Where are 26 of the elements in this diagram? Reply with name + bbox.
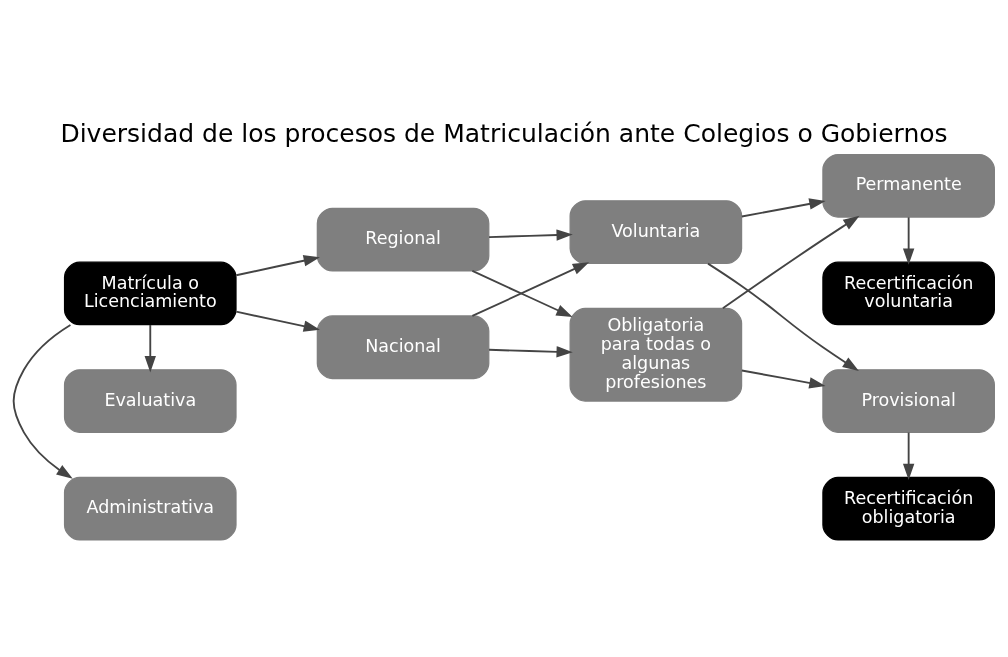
node-box: Evaluativa: [63, 369, 237, 433]
arrow: [12, 324, 73, 479]
arrow: [144, 324, 156, 373]
diagram-title: Diversidad de los procesos de Matriculación ante Colegios o Gobiernos: [60, 119, 948, 149]
arrow: [707, 262, 859, 372]
arrow: [740, 369, 826, 389]
arrow: [471, 262, 590, 317]
arrow: [902, 431, 915, 480]
node-box: Administrativa: [63, 476, 237, 541]
node-box: Recertificación obligatoria: [822, 476, 995, 541]
node-box: Provisional: [822, 369, 995, 433]
node-box: Regional: [316, 207, 490, 272]
arrow: [471, 270, 573, 318]
node-box: Matrícula o Licenciamiento: [63, 261, 237, 326]
arrow: [235, 255, 320, 277]
node-box: Voluntaria: [569, 200, 743, 265]
arrow: [740, 198, 826, 218]
arrow: [721, 215, 860, 310]
arrow: [488, 229, 573, 241]
node-box: Nacional: [316, 315, 490, 380]
node-box: Obligatoria para todas o algunas profesiones: [569, 307, 743, 402]
node-box: Recertificación voluntaria: [822, 261, 995, 326]
node-box: Permanente: [822, 153, 995, 218]
arrow: [902, 216, 915, 265]
arrow: [235, 310, 320, 332]
arrow: [488, 346, 573, 358]
